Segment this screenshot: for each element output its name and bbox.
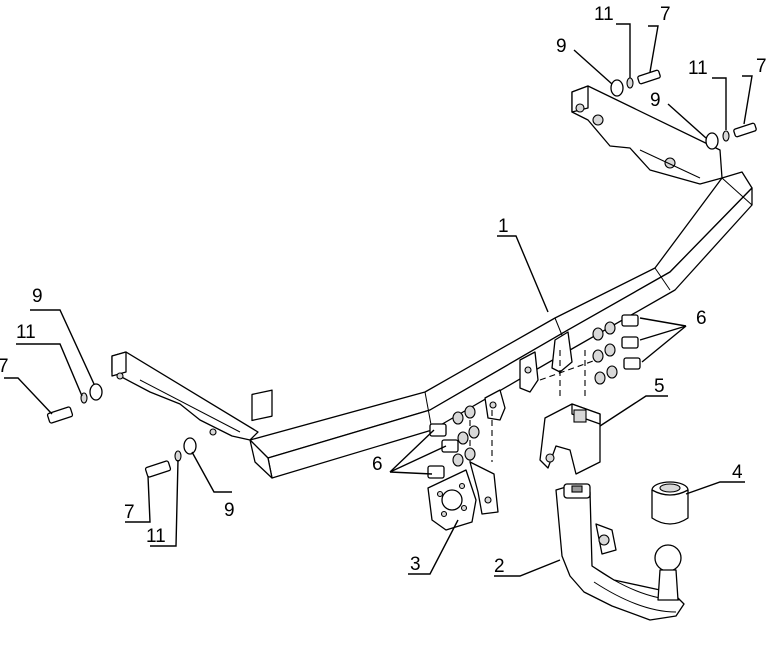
callout-11-left-b: 11 [146, 526, 166, 547]
left-side-bracket [111, 351, 259, 441]
bolt-set-left [427, 405, 480, 479]
callout-11-top-b: 11 [688, 58, 708, 79]
callout-6-left: 6 [372, 454, 383, 475]
callout-9-left-b: 9 [224, 500, 235, 521]
callout-11-top-a: 11 [594, 4, 614, 25]
callout-4: 4 [732, 462, 743, 483]
ball-receiver-bracket [539, 403, 601, 475]
callout-7-top-b: 7 [756, 56, 767, 77]
callout-7-top-a: 7 [660, 4, 671, 25]
callout-5: 5 [654, 376, 665, 397]
fasteners-top-right [610, 69, 757, 150]
callout-6-right: 6 [696, 308, 707, 329]
callout-9-top-b: 9 [650, 90, 661, 111]
callout-labels: 1 2 3 4 5 6 6 7 7 7 7 9 9 9 9 11 11 11 1… [0, 4, 767, 577]
right-side-bracket [571, 85, 723, 185]
callout-9-left-a: 9 [32, 286, 43, 307]
ball-cover [651, 481, 689, 525]
beam-mount-plates [484, 331, 573, 421]
callout-9-top-a: 9 [556, 36, 567, 57]
callout-11-left-a: 11 [16, 322, 36, 343]
callout-1: 1 [498, 216, 509, 237]
callout-3: 3 [410, 554, 421, 575]
tow-ball-arm [555, 483, 685, 621]
cross-beam [249, 171, 753, 479]
callout-7-left-a: 7 [0, 356, 9, 377]
leader-lines [4, 23, 753, 577]
socket-plate [427, 461, 499, 531]
bolt-set-right [592, 314, 641, 385]
callout-7-left-b: 7 [124, 502, 135, 523]
callout-2: 2 [494, 556, 505, 577]
